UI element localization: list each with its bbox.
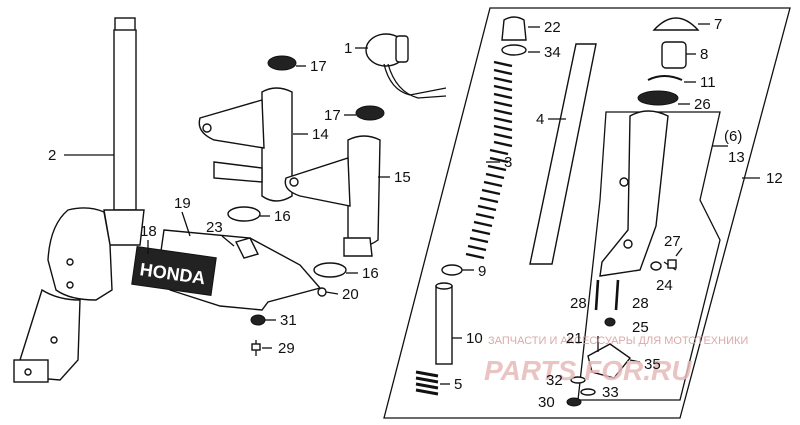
callout-13: 13	[728, 149, 745, 166]
callout-26: 26	[694, 96, 711, 113]
callout-24: 24	[656, 277, 673, 294]
callout-21: 21	[566, 330, 583, 347]
callout-8: 8	[700, 46, 708, 63]
callout-28-left: 28	[570, 295, 587, 312]
bushings	[227, 206, 358, 278]
callout-29: 29	[278, 340, 295, 357]
callout-16-upper: 16	[274, 208, 291, 225]
callout-32: 32	[546, 372, 563, 389]
fork-ring	[441, 264, 474, 276]
callout-30: 30	[538, 394, 555, 411]
callout-22: 22	[544, 19, 561, 36]
studs	[594, 279, 620, 311]
fork-leg-assembly	[13, 17, 145, 383]
fork-cap	[501, 16, 540, 56]
callout-6: (6)	[724, 128, 742, 145]
callout-2: 2	[48, 147, 56, 164]
rebound-spring	[415, 370, 450, 396]
callout-5: 5	[454, 376, 462, 393]
grommets	[267, 55, 385, 121]
watermark-logo: PARTS FOR.RU	[484, 355, 692, 386]
fork-tube	[529, 43, 597, 265]
callout-16-lower: 16	[362, 265, 379, 282]
damper-rod	[435, 282, 462, 365]
callout-27: 27	[664, 233, 681, 250]
axle-holder	[566, 317, 641, 407]
callout-34: 34	[544, 44, 561, 61]
callout-9: 9	[478, 263, 486, 280]
callout-7: 7	[714, 16, 722, 33]
fork-spring	[465, 60, 513, 260]
fork-slider-group	[577, 110, 728, 401]
callout-15: 15	[394, 169, 411, 186]
callout-19: 19	[174, 195, 191, 212]
callout-12: 12	[766, 170, 783, 187]
emblem-cover: HONDA	[131, 211, 339, 311]
nut-and-bolt	[250, 314, 276, 356]
callout-1: 1	[344, 40, 352, 57]
callout-3: 3	[504, 154, 512, 171]
callout-11: 11	[700, 74, 716, 91]
callout-17-lower: 17	[324, 107, 341, 124]
drain-screw	[650, 247, 683, 271]
callout-23: 23	[206, 219, 223, 236]
callout-31: 31	[280, 312, 297, 329]
indicator-light	[355, 33, 447, 99]
callout-35: 35	[644, 356, 661, 373]
callout-10: 10	[466, 330, 483, 347]
callout-28-right: 28	[632, 295, 649, 312]
right-bracket	[284, 135, 390, 257]
callout-20: 20	[342, 286, 359, 303]
callout-33: 33	[602, 384, 619, 401]
callout-17-upper: 17	[310, 58, 327, 75]
dust-cover-set	[637, 17, 710, 106]
callout-25: 25	[632, 319, 649, 336]
left-bracket	[198, 87, 308, 202]
watermark-tagline: ЗАПЧАСТИ И АКСЕССУАРЫ ДЛЯ МОТОТЕХНИКИ	[488, 335, 748, 347]
assembly-frame	[383, 7, 791, 419]
callout-14: 14	[312, 126, 329, 143]
callout-4: 4	[536, 111, 544, 128]
callout-18: 18	[140, 223, 157, 240]
